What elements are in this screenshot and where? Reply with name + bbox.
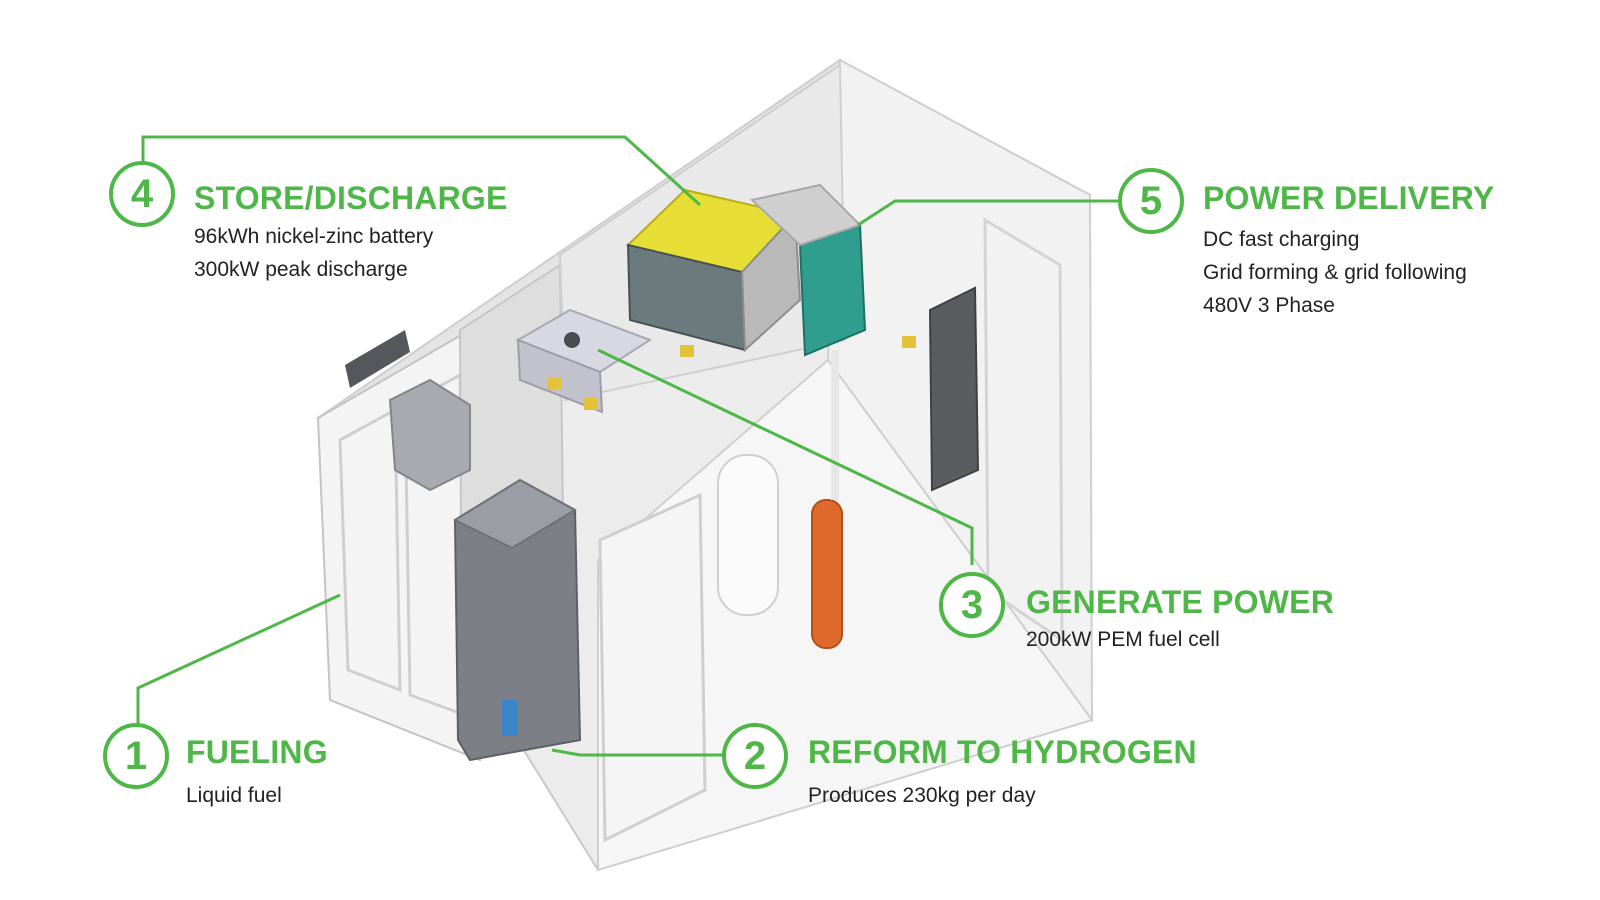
side-window	[928, 286, 980, 492]
callout-line-generate-1: 200kW PEM fuel cell	[1026, 628, 1220, 651]
callout-number-5: 5	[1118, 168, 1184, 234]
callout-number-4: 4	[109, 161, 175, 227]
callout-line-fueling-1: Liquid fuel	[186, 784, 282, 807]
sensor	[584, 398, 598, 410]
sensor	[680, 345, 694, 357]
callout-line-power-3: 480V 3 Phase	[1203, 294, 1335, 317]
side-door-panel	[983, 217, 1064, 643]
leader-line-4	[141, 135, 702, 207]
callout-title-generate: GENERATE POWER	[1026, 584, 1335, 620]
fuel-cell-front	[516, 338, 604, 414]
callout-title-store: STORE/DISCHARGE	[194, 180, 508, 216]
end-door-panel	[338, 407, 402, 693]
leader-line-1	[136, 593, 341, 725]
reformer-top	[452, 478, 578, 550]
fire-extinguisher	[811, 499, 843, 649]
callout-line-power-2: Grid forming & grid following	[1203, 261, 1467, 284]
leader-line-3	[597, 348, 974, 565]
roof-vent	[345, 330, 410, 388]
hydrogen-tank	[717, 454, 779, 616]
inverter-top	[749, 183, 862, 247]
intake-duct	[388, 378, 471, 492]
side-door-panel	[598, 492, 707, 843]
callout-title-reform: REFORM TO HYDROGEN	[808, 734, 1197, 770]
callout-line-power-1: DC fast charging	[1203, 228, 1360, 251]
callout-number-2: 2	[722, 723, 788, 789]
callout-line-reform-1: Produces 230kg per day	[808, 784, 1036, 807]
blue-filter	[502, 700, 518, 736]
leader-line-2	[551, 748, 722, 757]
leader-line-5	[857, 199, 1118, 227]
callout-title-power: POWER DELIVERY	[1203, 180, 1495, 216]
callout-number-1: 1	[103, 723, 169, 789]
callout-line-store-1: 96kWh nickel-zinc battery	[194, 225, 434, 248]
callout-title-fueling: FUELING	[186, 734, 328, 770]
callout-line-store-2: 300kW peak discharge	[194, 258, 408, 281]
fuel-cell-port	[564, 332, 580, 348]
sensor	[548, 378, 562, 390]
callout-number-3: 3	[939, 572, 1005, 638]
sensor	[902, 336, 916, 348]
battery-side	[740, 212, 802, 353]
